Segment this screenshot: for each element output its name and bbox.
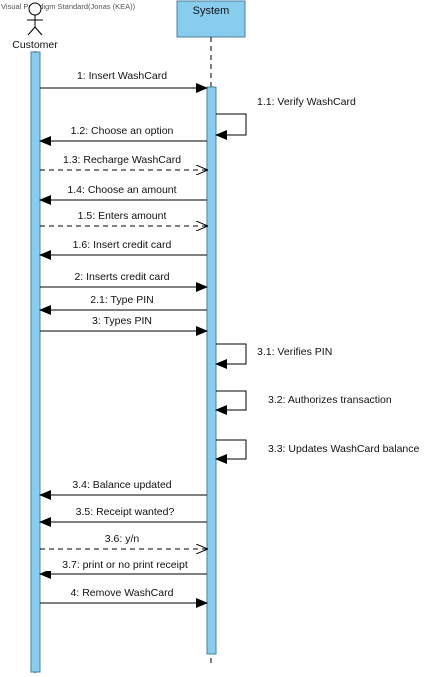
message-label: 3: Types PIN xyxy=(92,315,152,327)
message-3-3[interactable]: 3.3: Updates WashCard balance xyxy=(215,439,420,464)
message-label: 2.1: Type PIN xyxy=(90,294,153,306)
message-label: 3.1: Verifies PIN xyxy=(257,346,332,358)
message-1-1[interactable]: 1.1: Verify WashCard xyxy=(215,96,356,140)
system-activation-bar[interactable] xyxy=(206,86,217,655)
actor-activation-bar[interactable] xyxy=(30,51,41,673)
message-1-3[interactable]: 1.3: Recharge WashCard xyxy=(40,154,207,170)
message-label: 1.1: Verify WashCard xyxy=(257,96,356,108)
actor-icon[interactable] xyxy=(27,2,43,36)
actor-name: Customer xyxy=(12,39,58,51)
message-label: 2: Inserts credit card xyxy=(74,271,169,283)
message-2-1[interactable]: 2.1: Type PIN xyxy=(39,294,207,315)
message-1-2[interactable]: 1.2: Choose an option xyxy=(39,125,207,146)
message-3[interactable]: 3: Types PIN xyxy=(40,315,208,336)
message-3-5[interactable]: 3.5: Receipt wanted? xyxy=(39,506,207,527)
system-name: System xyxy=(193,5,230,17)
message-label: 1.4: Choose an amount xyxy=(67,184,176,196)
message-label: 3.4: Balance updated xyxy=(72,479,171,491)
message-label: 1.3: Recharge WashCard xyxy=(63,154,181,166)
message-4[interactable]: 4: Remove WashCard xyxy=(40,587,208,608)
system-lifeline-head[interactable]: System xyxy=(176,0,246,38)
message-3-6[interactable]: 3.6: y/n xyxy=(40,533,207,549)
message-label: 4: Remove WashCard xyxy=(71,587,174,599)
message-1-6[interactable]: 1.6: Insert credit card xyxy=(39,239,207,260)
message-label: 1.2: Choose an option xyxy=(71,125,174,137)
message-label: 3.7: print or no print receipt xyxy=(62,559,188,571)
message-3-2[interactable]: 3.2: Authorizes transaction xyxy=(215,390,392,415)
message-label: 3.2: Authorizes transaction xyxy=(268,394,392,406)
message-3-1[interactable]: 3.1: Verifies PIN xyxy=(215,343,332,369)
message-label: 1.6: Insert credit card xyxy=(73,239,172,251)
message-3-7[interactable]: 3.7: print or no print receipt xyxy=(39,558,207,579)
message-1-4[interactable]: 1.4: Choose an amount xyxy=(39,184,207,205)
message-label: 3.3: Updates WashCard balance xyxy=(268,443,420,455)
message-label: 1.5: Enters amount xyxy=(78,210,167,222)
message-1-5[interactable]: 1.5: Enters amount xyxy=(40,210,207,226)
watermark-text: Visual Paradigm Standard(Jonas (KEA)) xyxy=(1,2,136,11)
message-label: 3.6: y/n xyxy=(105,533,140,545)
message-label: 3.5: Receipt wanted? xyxy=(76,506,175,518)
message-1[interactable]: 1: Insert WashCard xyxy=(40,70,208,93)
message-3-4[interactable]: 3.4: Balance updated xyxy=(39,479,207,500)
message-2[interactable]: 2: Inserts credit card xyxy=(40,271,208,292)
message-label: 1: Insert WashCard xyxy=(77,70,167,82)
